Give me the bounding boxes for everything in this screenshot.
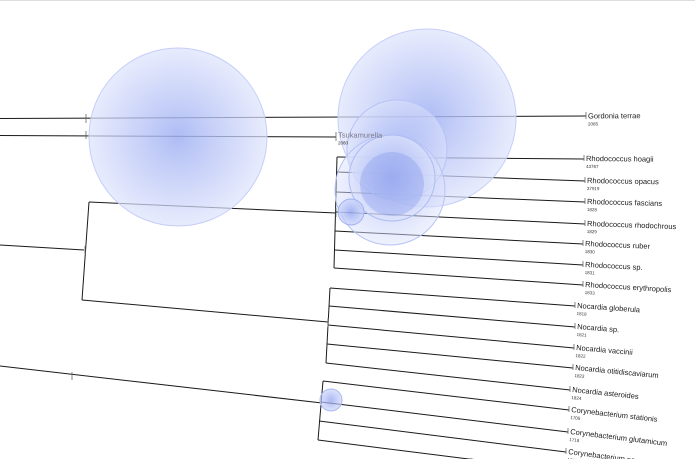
taxon-name: Tsukamurella xyxy=(338,131,383,140)
branch-rhodococcus-erythropolis xyxy=(333,267,584,286)
taxon-name: Nocardia asteroides xyxy=(572,385,640,401)
node-ticks xyxy=(71,112,587,454)
branch-to-nocardia xyxy=(81,299,329,323)
taxon-label[interactable]: Nocardia sp. 1821 xyxy=(576,322,619,340)
taxon-label[interactable]: Tsukamurella 2060 xyxy=(338,131,383,146)
taxon-id: 1719 xyxy=(567,457,578,459)
taxon-id: 43767 xyxy=(586,164,599,169)
taxon-name: Gordonia terrae xyxy=(588,111,641,120)
taxon-name: Rhodococcus opacus xyxy=(587,176,659,186)
taxon-name: Rhodococcus rhodochrous xyxy=(587,219,677,231)
taxon-name: Corynebacterium pseudo xyxy=(568,447,652,459)
taxon-id: 1823 xyxy=(574,373,585,379)
taxon-id: 1833 xyxy=(585,290,596,296)
branch-corynebacterium-stationis xyxy=(322,380,570,411)
taxon-name: Rhodococcus hoagii xyxy=(586,154,654,164)
branch-nocardia-asteroides xyxy=(325,362,571,391)
branch-nocardia-globerula xyxy=(329,287,576,307)
taxon-label[interactable]: Rhodococcus ruber 1830 xyxy=(585,239,651,257)
taxon-label[interactable]: Rhodococcus fascians 1828 xyxy=(587,197,663,214)
taxon-name: Nocardia sp. xyxy=(577,322,620,334)
corynebacterium-spine xyxy=(317,380,324,441)
abundance-bubble-large-left[interactable] xyxy=(88,47,268,227)
taxon-label[interactable]: Nocardia globerula 1818 xyxy=(576,301,641,320)
taxon-name: Nocardia globerula xyxy=(577,301,641,314)
branch-corynebacterium-glutamicum xyxy=(320,401,569,433)
taxon-id: 1824 xyxy=(571,395,582,401)
branch-root-lower xyxy=(0,365,323,404)
mid-spine xyxy=(81,201,90,301)
taxon-name: Rhodococcus ruber xyxy=(585,239,651,251)
taxon-id: 1818 xyxy=(576,311,587,317)
taxon-label[interactable]: Rhodococcus hoagii 43767 xyxy=(586,154,654,170)
taxon-id: 37919 xyxy=(587,186,600,191)
taxon-id: 2065 xyxy=(588,121,599,126)
taxon-label[interactable]: Corynebacterium stationis 1705 xyxy=(570,405,658,430)
branch-nocardia-otitidiscaviarum xyxy=(326,343,574,369)
abundance-bubble-core[interactable] xyxy=(360,152,424,216)
taxon-name: Rhodococcus erythropolis xyxy=(585,280,672,294)
taxon-name: Rhodococcus fascians xyxy=(587,197,663,208)
taxon-id: 1830 xyxy=(585,249,596,254)
taxon-id: 1718 xyxy=(569,437,580,443)
taxon-id: 1705 xyxy=(570,415,581,421)
taxon-label[interactable]: Gordonia terrae 2065 xyxy=(588,111,641,126)
abundance-bubble-small[interactable] xyxy=(337,198,365,226)
taxon-label[interactable]: Corynebacterium pseudo 1719 xyxy=(567,447,652,459)
branch-lower-extra xyxy=(317,439,473,459)
taxon-label[interactable]: Rhodococcus sp. 1831 xyxy=(585,260,643,278)
taxon-id: 2060 xyxy=(338,140,349,145)
abundance-bubbles xyxy=(88,28,517,412)
abundance-bubble-corynebacterium[interactable] xyxy=(319,388,343,412)
taxon-label[interactable]: Nocardia vaccinii 1822 xyxy=(575,343,633,363)
taxon-id: 1822 xyxy=(575,353,586,359)
taxon-id: 1831 xyxy=(585,270,596,276)
taxon-id: 1829 xyxy=(587,229,598,234)
taxon-name: Nocardia otitidiscaviarum xyxy=(575,363,659,380)
branch-nocardia-sp xyxy=(328,305,576,328)
abundance-bubble-rhodococcus-opacus[interactable] xyxy=(348,134,436,222)
taxon-label[interactable]: Rhodococcus erythropolis 1833 xyxy=(585,280,672,300)
taxon-label[interactable]: Rhodococcus opacus 37919 xyxy=(587,176,659,192)
taxon-name: Corynebacterium stationis xyxy=(571,405,658,424)
branch-nocardia-vaccinii xyxy=(327,324,575,349)
branch-corynebacterium-pseudo xyxy=(318,420,567,453)
branch-rhodococcus-sp xyxy=(334,249,584,266)
taxon-name: Corynebacterium glutamicum xyxy=(570,427,668,448)
taxon-id: 1828 xyxy=(587,207,598,212)
taxon-label[interactable]: Nocardia asteroides 1824 xyxy=(571,385,639,407)
taxon-label[interactable]: Rhodococcus rhodochrous 1829 xyxy=(587,219,677,237)
branch-root-mid xyxy=(0,244,85,251)
taxon-label[interactable]: Nocardia otitidiscaviarum 1823 xyxy=(574,363,659,386)
taxon-name: Rhodococcus sp. xyxy=(585,260,643,272)
taxon-id: 1821 xyxy=(576,332,587,338)
